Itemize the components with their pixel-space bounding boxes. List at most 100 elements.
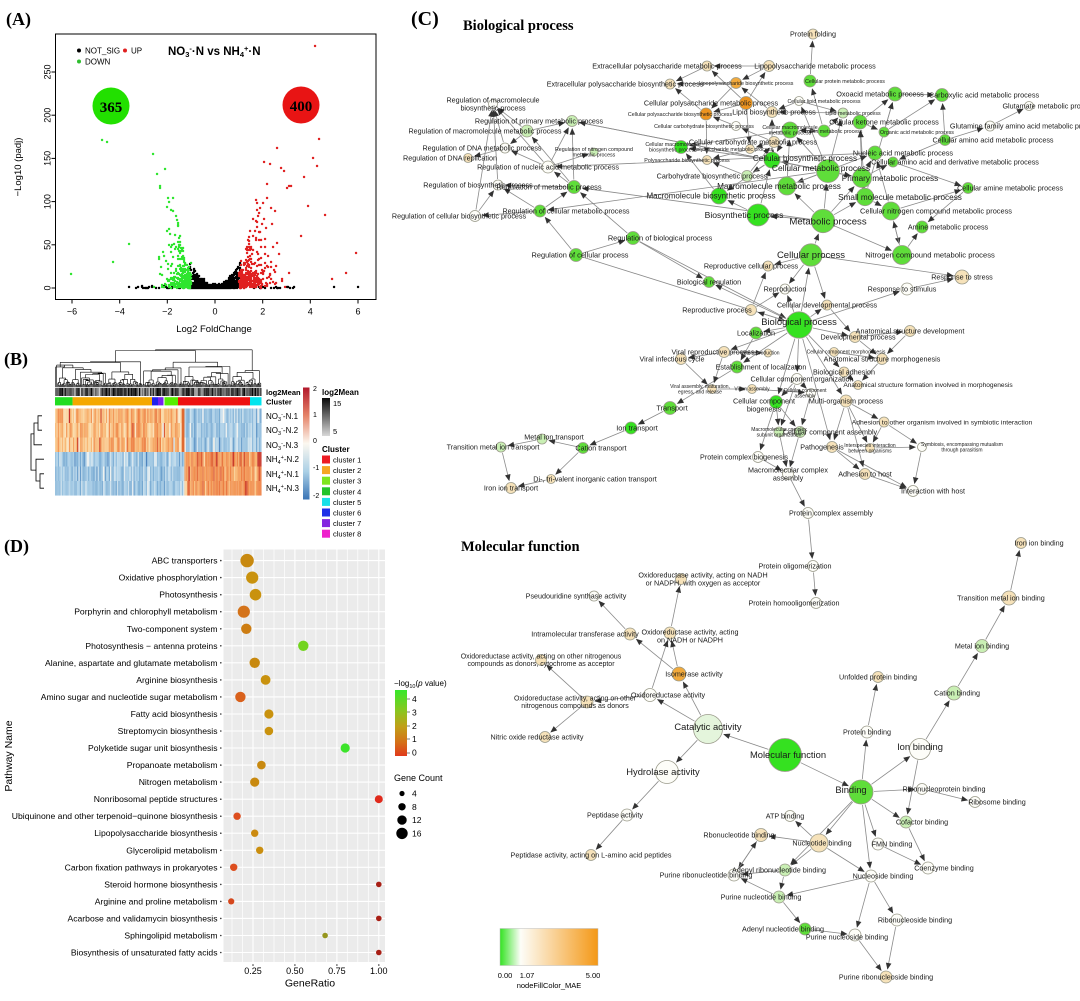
svg-text:Cellular component assembly: Cellular component assembly bbox=[783, 427, 878, 436]
svg-text:Biological regulation: Biological regulation bbox=[677, 277, 741, 286]
svg-text:Metabolic process: Metabolic process bbox=[789, 216, 867, 227]
svg-text:GeneRatio: GeneRatio bbox=[285, 978, 335, 990]
svg-text:cluster 7: cluster 7 bbox=[333, 519, 361, 528]
svg-text:Regulation of macromolecule me: Regulation of macromolecule metabolic pr… bbox=[408, 126, 561, 135]
svg-text:Cellular ketone metabolic proc: Cellular ketone metabolic process bbox=[829, 118, 939, 127]
svg-text:Arginine and proline metabolis: Arginine and proline metabolism bbox=[95, 896, 218, 906]
svg-text:Transition metal ion transport: Transition metal ion transport bbox=[447, 442, 540, 451]
svg-text:0: 0 bbox=[43, 285, 53, 290]
svg-text:1: 1 bbox=[313, 412, 317, 419]
svg-text:Carbohydrate biosynthetic proc: Carbohydrate biosynthetic process bbox=[657, 171, 768, 180]
svg-text:cluster 8: cluster 8 bbox=[333, 530, 361, 539]
svg-text:50: 50 bbox=[43, 240, 53, 250]
svg-text:Cellular metabolic process: Cellular metabolic process bbox=[772, 163, 870, 173]
svg-text:Regulation of DNA metabolic pr: Regulation of DNA metabolic process bbox=[422, 143, 541, 152]
svg-text:Viral reproduction: Viral reproduction bbox=[740, 351, 779, 357]
svg-text:Cation transport: Cation transport bbox=[575, 443, 626, 452]
svg-text:Iron ion transport: Iron ion transport bbox=[484, 483, 538, 492]
svg-text:Propanoate metabolism: Propanoate metabolism bbox=[127, 760, 218, 770]
svg-text:ATP binding: ATP binding bbox=[766, 811, 805, 820]
svg-text:Glycerolipid metabolism: Glycerolipid metabolism bbox=[126, 845, 217, 855]
svg-text:Macromolecule metabolic proces: Macromolecule metabolic process bbox=[717, 182, 841, 191]
svg-text:Metal ion transport: Metal ion transport bbox=[524, 432, 584, 441]
svg-text:NO3--N.1: NO3--N.1 bbox=[266, 412, 299, 423]
svg-text:Cellular component organizatio: Cellular component organization bbox=[750, 374, 853, 383]
svg-text:Nitric oxide reductase activit: Nitric oxide reductase activity bbox=[490, 732, 583, 741]
svg-text:Iron ion binding: Iron ion binding bbox=[1014, 538, 1063, 547]
svg-text:Multi-organism process: Multi-organism process bbox=[809, 396, 884, 405]
svg-text:Symbiosis, encompassing mutual: Symbiosis, encompassing mutualismthrough… bbox=[921, 442, 1003, 454]
svg-text:NH4+-N.2: NH4+-N.2 bbox=[266, 455, 300, 466]
svg-text:Ribonucleoprotein binding: Ribonucleoprotein binding bbox=[902, 784, 985, 793]
svg-text:Molecular function: Molecular function bbox=[750, 749, 826, 760]
svg-text:Cellular amino acid and deriva: Cellular amino acid and derivative metab… bbox=[871, 157, 1039, 166]
svg-text:Oxidoreductase activity, actin: Oxidoreductase activity, acting on other… bbox=[461, 654, 622, 669]
svg-text:Coenzyme binding: Coenzyme binding bbox=[914, 863, 974, 872]
svg-text:Organic acid metabolic process: Organic acid metabolic process bbox=[880, 130, 954, 136]
svg-text:Ion transport: Ion transport bbox=[616, 424, 658, 433]
svg-text:Cellular amine metabolic proce: Cellular amine metabolic process bbox=[957, 183, 1063, 192]
svg-text:Ion binding: Ion binding bbox=[897, 741, 943, 752]
svg-text:Reproductive cellular process: Reproductive cellular process bbox=[704, 261, 799, 270]
svg-text:Establishment of localization: Establishment of localization bbox=[716, 362, 807, 371]
svg-text:Protein binding: Protein binding bbox=[843, 727, 891, 736]
svg-text:Peptidase activity, acting on: Peptidase activity, acting on L-amino ac… bbox=[511, 850, 672, 859]
svg-text:15: 15 bbox=[333, 399, 341, 408]
svg-text:8: 8 bbox=[412, 802, 417, 812]
svg-text:Biological process: Biological process bbox=[761, 316, 837, 327]
svg-text:200: 200 bbox=[43, 108, 53, 123]
svg-text:Adhesion to other organism inv: Adhesion to other organism involved in s… bbox=[852, 419, 1033, 426]
svg-text:5.00: 5.00 bbox=[586, 971, 601, 980]
svg-text:Polysaccharide metabolic proce: Polysaccharide metabolic process bbox=[693, 147, 773, 153]
svg-text:Adhesion to host: Adhesion to host bbox=[838, 469, 892, 478]
svg-text:0.75: 0.75 bbox=[328, 966, 346, 976]
svg-text:Ribonucleoside binding: Ribonucleoside binding bbox=[878, 915, 952, 924]
svg-text:400: 400 bbox=[290, 99, 313, 115]
svg-text:Protein complex biogenesis: Protein complex biogenesis bbox=[700, 452, 788, 461]
svg-text:Amine metabolic process: Amine metabolic process bbox=[908, 222, 989, 231]
svg-text:Biological adhesion: Biological adhesion bbox=[813, 367, 875, 376]
svg-text:Regulation of primary metaboli: Regulation of primary metabolic process bbox=[475, 116, 604, 125]
svg-text:3: 3 bbox=[412, 707, 417, 717]
svg-text:Purine nucleoside binding: Purine nucleoside binding bbox=[806, 932, 888, 941]
svg-text:Anatomical structure formation: Anatomical structure formation involved … bbox=[843, 382, 1013, 389]
svg-text:Cellular developmental process: Cellular developmental process bbox=[777, 300, 878, 309]
svg-text:Regulation of metabolic proces: Regulation of metabolic process bbox=[496, 183, 601, 192]
svg-text:Peptidase activity: Peptidase activity bbox=[587, 810, 643, 819]
svg-text:4: 4 bbox=[308, 307, 313, 317]
svg-text:Ubiquinone and other terpenoid: Ubiquinone and other terpenoid−quinone b… bbox=[12, 811, 218, 821]
svg-text:Adenyl nucleotide binding: Adenyl nucleotide binding bbox=[742, 924, 824, 933]
svg-text:Cellular component morphogenes: Cellular component morphogenesis bbox=[807, 350, 886, 356]
svg-text:Cofactor binding: Cofactor binding bbox=[896, 817, 948, 826]
svg-text:cluster 3: cluster 3 bbox=[333, 477, 361, 486]
svg-text:Protein complex assembly: Protein complex assembly bbox=[789, 508, 873, 517]
svg-text:Cellular process: Cellular process bbox=[777, 250, 845, 261]
svg-text:Acarbose and validamycin biosy: Acarbose and validamycin biosynthesis bbox=[68, 913, 218, 923]
svg-text:Lipopolysaccharide biosynthesi: Lipopolysaccharide biosynthesis bbox=[94, 828, 217, 838]
svg-text:NO3-·N vs NH4+·N: NO3-·N vs NH4+·N bbox=[168, 44, 261, 59]
svg-text:-2: -2 bbox=[313, 493, 319, 500]
svg-text:Cation binding: Cation binding bbox=[934, 688, 980, 697]
svg-text:Biological process: Biological process bbox=[463, 18, 574, 34]
svg-text:Interaction with host: Interaction with host bbox=[901, 486, 965, 495]
svg-text:-1: -1 bbox=[313, 465, 319, 472]
svg-text:12: 12 bbox=[412, 815, 422, 825]
svg-text:nodeFillColor_MAE: nodeFillColor_MAE bbox=[517, 981, 582, 990]
svg-text:Oxidoreductase activity, actin: Oxidoreductase activity, acting on other… bbox=[514, 696, 637, 711]
svg-text:5: 5 bbox=[333, 427, 337, 436]
svg-text:Pathogenesis: Pathogenesis bbox=[800, 442, 844, 451]
svg-text:Primary metabolic process: Primary metabolic process bbox=[842, 174, 938, 183]
svg-text:Anatomical structure morphogen: Anatomical structure morphogenesis bbox=[824, 354, 941, 363]
svg-text:Binding: Binding bbox=[835, 784, 866, 795]
svg-text:Pathway Name: Pathway Name bbox=[3, 720, 15, 791]
svg-text:NH4+-N.3: NH4+-N.3 bbox=[266, 484, 300, 495]
svg-text:Viral reproductive process: Viral reproductive process bbox=[672, 347, 755, 356]
svg-text:Cellular protein metabolic pro: Cellular protein metabolic process bbox=[805, 79, 885, 85]
svg-text:0.50: 0.50 bbox=[286, 966, 304, 976]
svg-text:Reproduction: Reproduction bbox=[764, 284, 807, 293]
svg-text:NO3--N.3: NO3--N.3 bbox=[266, 441, 299, 452]
svg-text:Small molecule metabolic proce: Small molecule metabolic process bbox=[838, 193, 962, 202]
svg-text:Protein oligomerization: Protein oligomerization bbox=[758, 561, 831, 570]
